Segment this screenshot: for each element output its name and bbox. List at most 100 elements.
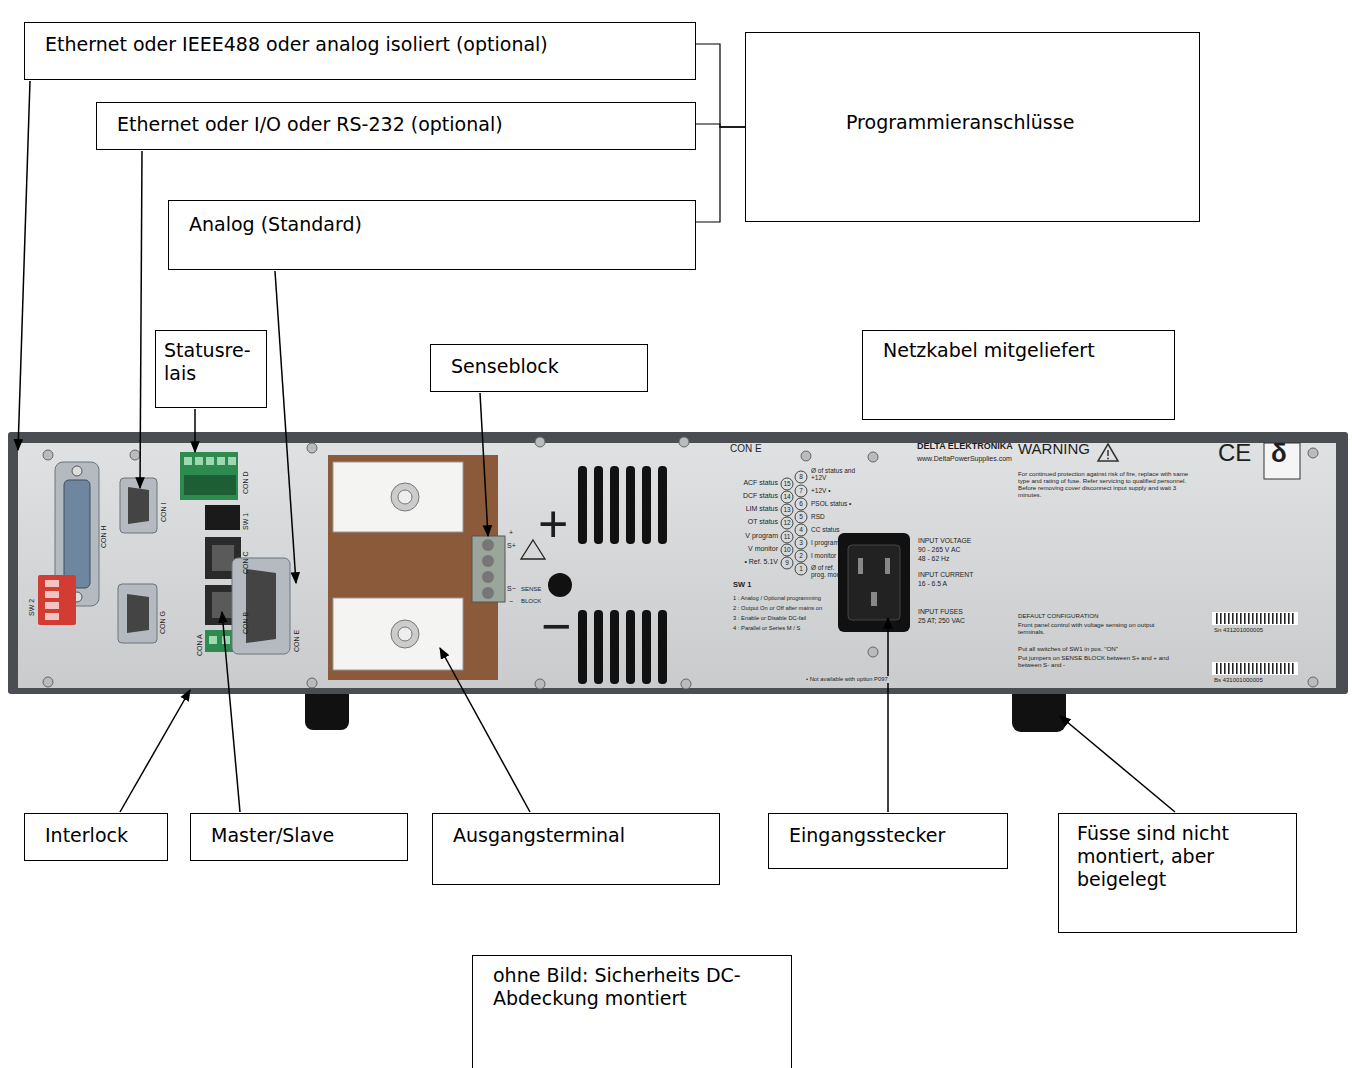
panel-text: SW 1	[733, 581, 751, 590]
callout-box: Netzkabel mitgeliefert	[862, 330, 1175, 420]
mains-inlet	[885, 558, 890, 574]
vent-slots	[610, 466, 619, 544]
vent-slots	[594, 610, 603, 684]
panel-text: I monitor	[811, 552, 836, 559]
callout-text: Statusre- lais	[164, 339, 258, 385]
panel-text: CE	[1218, 441, 1251, 465]
output-terminal	[398, 490, 412, 504]
screw	[307, 443, 317, 453]
output-terminal	[391, 483, 419, 511]
dip-switch	[38, 505, 240, 625]
connector-label: CON H	[100, 525, 108, 548]
pin-circles	[795, 471, 807, 483]
leader-arrow	[480, 393, 488, 536]
screw	[1308, 677, 1318, 687]
panel-text: • Ref. 5.1V	[744, 558, 778, 566]
gpib-connector	[64, 480, 90, 588]
pin-circles	[781, 504, 793, 516]
panel-text: DEFAULT CONFIGURATION	[1018, 612, 1098, 619]
pin-circles	[781, 478, 793, 490]
pin-number: 1	[799, 565, 803, 572]
mains-inlet	[848, 545, 900, 620]
pin-number: 15	[783, 480, 790, 487]
terminal-block	[222, 636, 230, 644]
panel-text: BLOCK	[521, 598, 541, 605]
terminal-block	[184, 457, 192, 465]
panel-text: DCF status	[743, 492, 778, 500]
panel-text: For continued protection against risk of…	[1018, 470, 1190, 499]
leader-arrow	[275, 271, 296, 583]
panel-text: www.DeltaPowerSupplies.com	[917, 455, 1012, 463]
pin-circles	[781, 557, 793, 569]
callout-text: Master/Slave	[211, 824, 387, 847]
vent-slots	[578, 610, 587, 684]
callout-text: Ethernet oder I/O oder RS-232 (optional)	[117, 113, 675, 136]
vent-slots	[626, 610, 635, 684]
panel-text: Bs 431001000005	[1214, 677, 1263, 684]
pin-number: 3	[799, 539, 803, 546]
rj45-connector	[212, 592, 234, 618]
callout-box: Ethernet oder I/O oder RS-232 (optional)	[96, 102, 696, 150]
db15-connector	[246, 569, 276, 643]
panel-text: 25 AT; 250 VAC	[918, 617, 965, 625]
panel-text: INPUT VOLTAGE	[918, 537, 971, 545]
leader-arrow	[440, 648, 530, 812]
db9-connector	[127, 594, 149, 633]
housing	[18, 443, 1336, 688]
pin-circles	[781, 544, 793, 556]
db9-connector	[118, 584, 157, 643]
pin-number: 9	[785, 559, 789, 566]
panel-text: LIM status	[746, 505, 778, 513]
leader-arrow	[194, 409, 196, 452]
output-terminal	[333, 462, 463, 532]
pin-number: 11	[784, 533, 791, 540]
callout-box: Eingangsstecker	[768, 813, 1008, 869]
callout-box: Füsse sind nicht montiert, aber beigeleg…	[1058, 813, 1297, 933]
pin-circles	[795, 511, 807, 523]
sense-block	[482, 539, 494, 551]
panel-text: OT status	[748, 518, 778, 526]
mains-inlet	[838, 533, 910, 632]
pin-circles	[795, 563, 807, 575]
pin-number: 10	[783, 546, 790, 553]
callout-box: ohne Bild: Sicherheits DC-Abdeckung mont…	[472, 955, 792, 1068]
vent-slots	[642, 610, 651, 684]
terminal-block	[206, 457, 214, 465]
panel-text: ACF status	[743, 479, 778, 487]
vent-slots	[578, 466, 667, 684]
terminal-block	[184, 475, 236, 495]
vent-slots	[626, 466, 635, 544]
screw	[307, 678, 317, 688]
callout-box: Ethernet oder IEEE488 oder analog isolie…	[24, 22, 696, 80]
sense-block	[482, 587, 494, 599]
logo-barcode	[1214, 613, 1296, 624]
panel-text: S+	[507, 542, 516, 550]
vent-slots	[658, 610, 667, 684]
pin-number: 5	[799, 513, 803, 520]
logo-barcode	[1212, 662, 1298, 675]
bracket-connector	[696, 127, 745, 222]
panel-text: 1 : Analog / Optional programming	[733, 595, 821, 602]
output-terminal	[391, 620, 419, 648]
panel-text: • Not available with option P097	[805, 676, 889, 683]
terminal-block	[217, 457, 225, 465]
panel-text: Put jumpers on SENSE BLOCK between S+ an…	[1018, 654, 1188, 668]
screw	[43, 437, 1318, 689]
callout-text: Ethernet oder IEEE488 oder analog isolie…	[45, 33, 675, 56]
callout-box: Ausgangsterminal	[432, 813, 720, 885]
terminal-block	[180, 452, 238, 500]
panel-text: Sn 431201000005	[1214, 627, 1263, 634]
panel-text: Front panel control with voltage sensing…	[1018, 621, 1168, 635]
pin-number: 8	[799, 473, 803, 480]
panel-text: V program	[745, 532, 778, 540]
screw	[43, 450, 53, 460]
pin-circles	[795, 537, 807, 549]
warning-symbol	[1107, 450, 1109, 456]
screw	[679, 437, 689, 447]
terminal-block	[195, 457, 203, 465]
panel-text: RSD	[811, 513, 825, 520]
mains-inlet	[871, 592, 877, 606]
dip-switch	[205, 505, 240, 530]
screw	[535, 437, 545, 447]
